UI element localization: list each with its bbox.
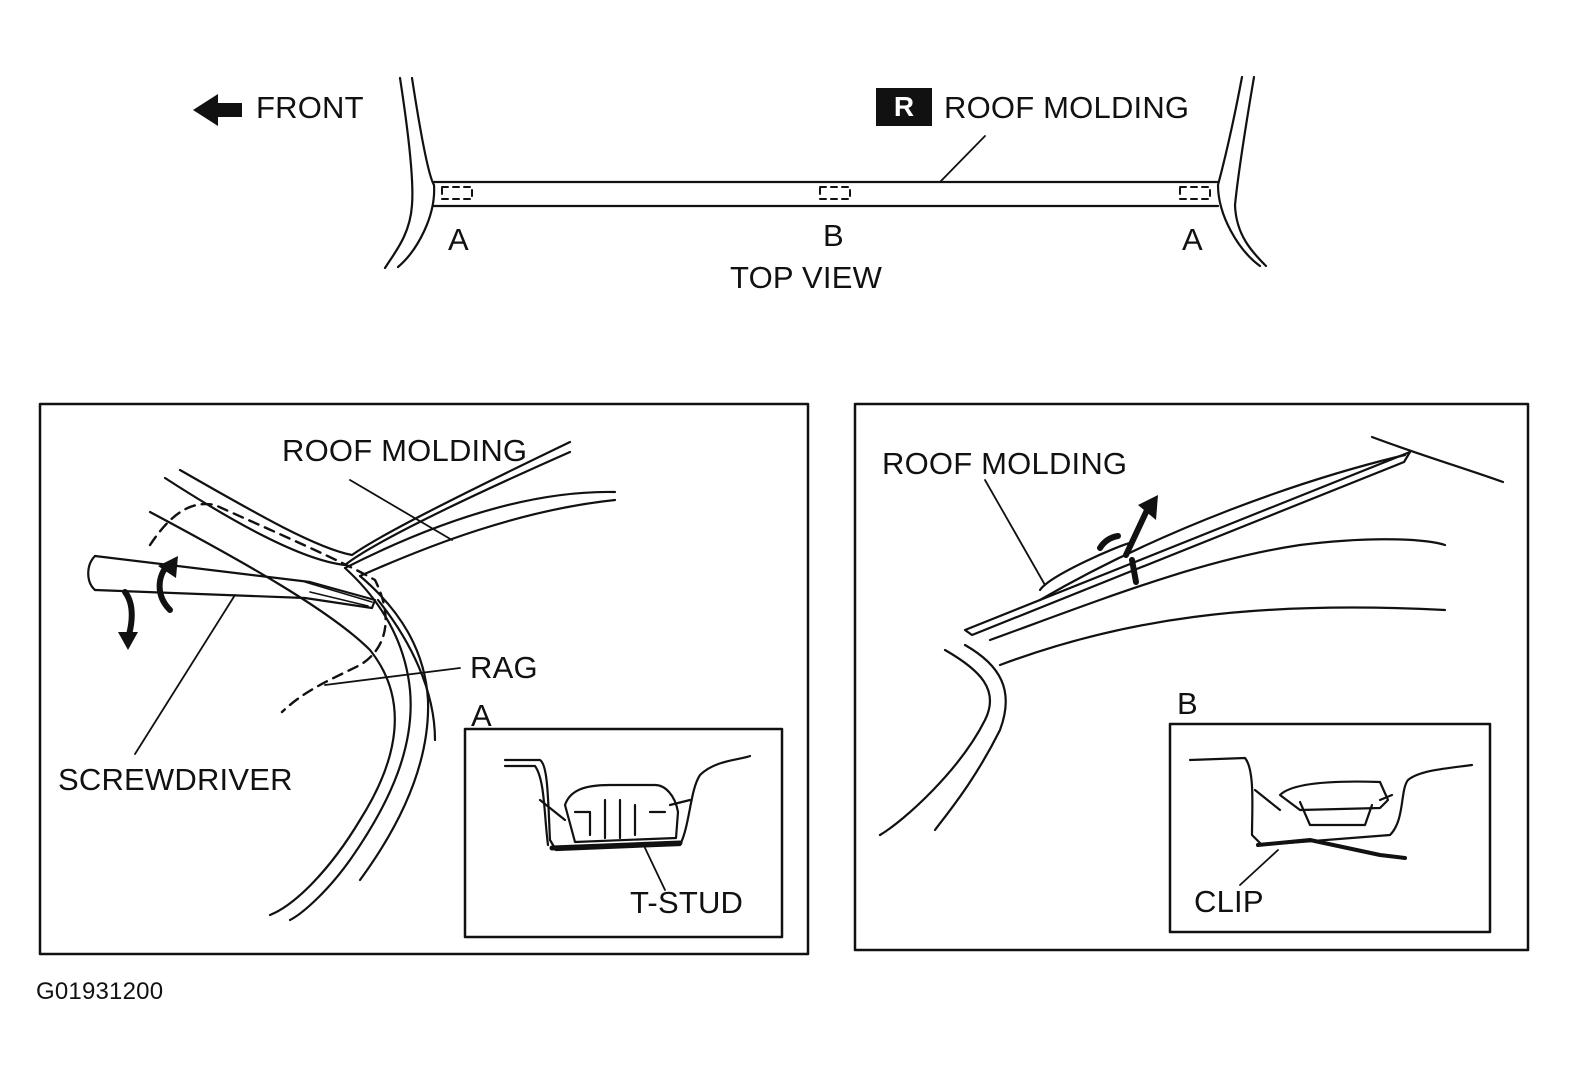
clip-label: CLIP [1194, 884, 1264, 919]
lift-arrow-icon [1123, 505, 1151, 558]
screwdriver-label: SCREWDRIVER [58, 762, 293, 797]
clip-a-left-label: A [448, 222, 469, 257]
rotate-down-arrow-icon [122, 589, 135, 641]
left-roof-molding-label: ROOF MOLDING [282, 433, 528, 468]
t-stud-label: T-STUD [630, 885, 744, 920]
top-view-caption: TOP VIEW [730, 260, 883, 295]
inset-b-drawing [1188, 756, 1474, 886]
top-view-drawing [193, 75, 1268, 270]
r-badge: R [876, 88, 932, 126]
inset-a-drawing [503, 754, 752, 891]
inset-a-letter: A [471, 698, 492, 733]
left-panel-drawing [87, 440, 617, 922]
front-label: FRONT [256, 90, 364, 125]
inset-a-frame [463, 727, 784, 939]
clip-b-label: B [823, 218, 844, 253]
front-arrow-icon [193, 94, 242, 126]
inset-b-frame [1168, 722, 1492, 934]
clip-a-right-label: A [1182, 222, 1203, 257]
right-panel-frame [853, 402, 1530, 952]
rag-label: RAG [470, 650, 538, 685]
right-panel-drawing [878, 435, 1505, 837]
figure-id: G01931200 [36, 978, 164, 1005]
left-panel-frame [38, 402, 810, 956]
top-roof-molding-label: ROOF MOLDING [944, 90, 1190, 125]
inset-b-letter: B [1177, 686, 1198, 721]
right-roof-molding-label: ROOF MOLDING [882, 446, 1128, 481]
